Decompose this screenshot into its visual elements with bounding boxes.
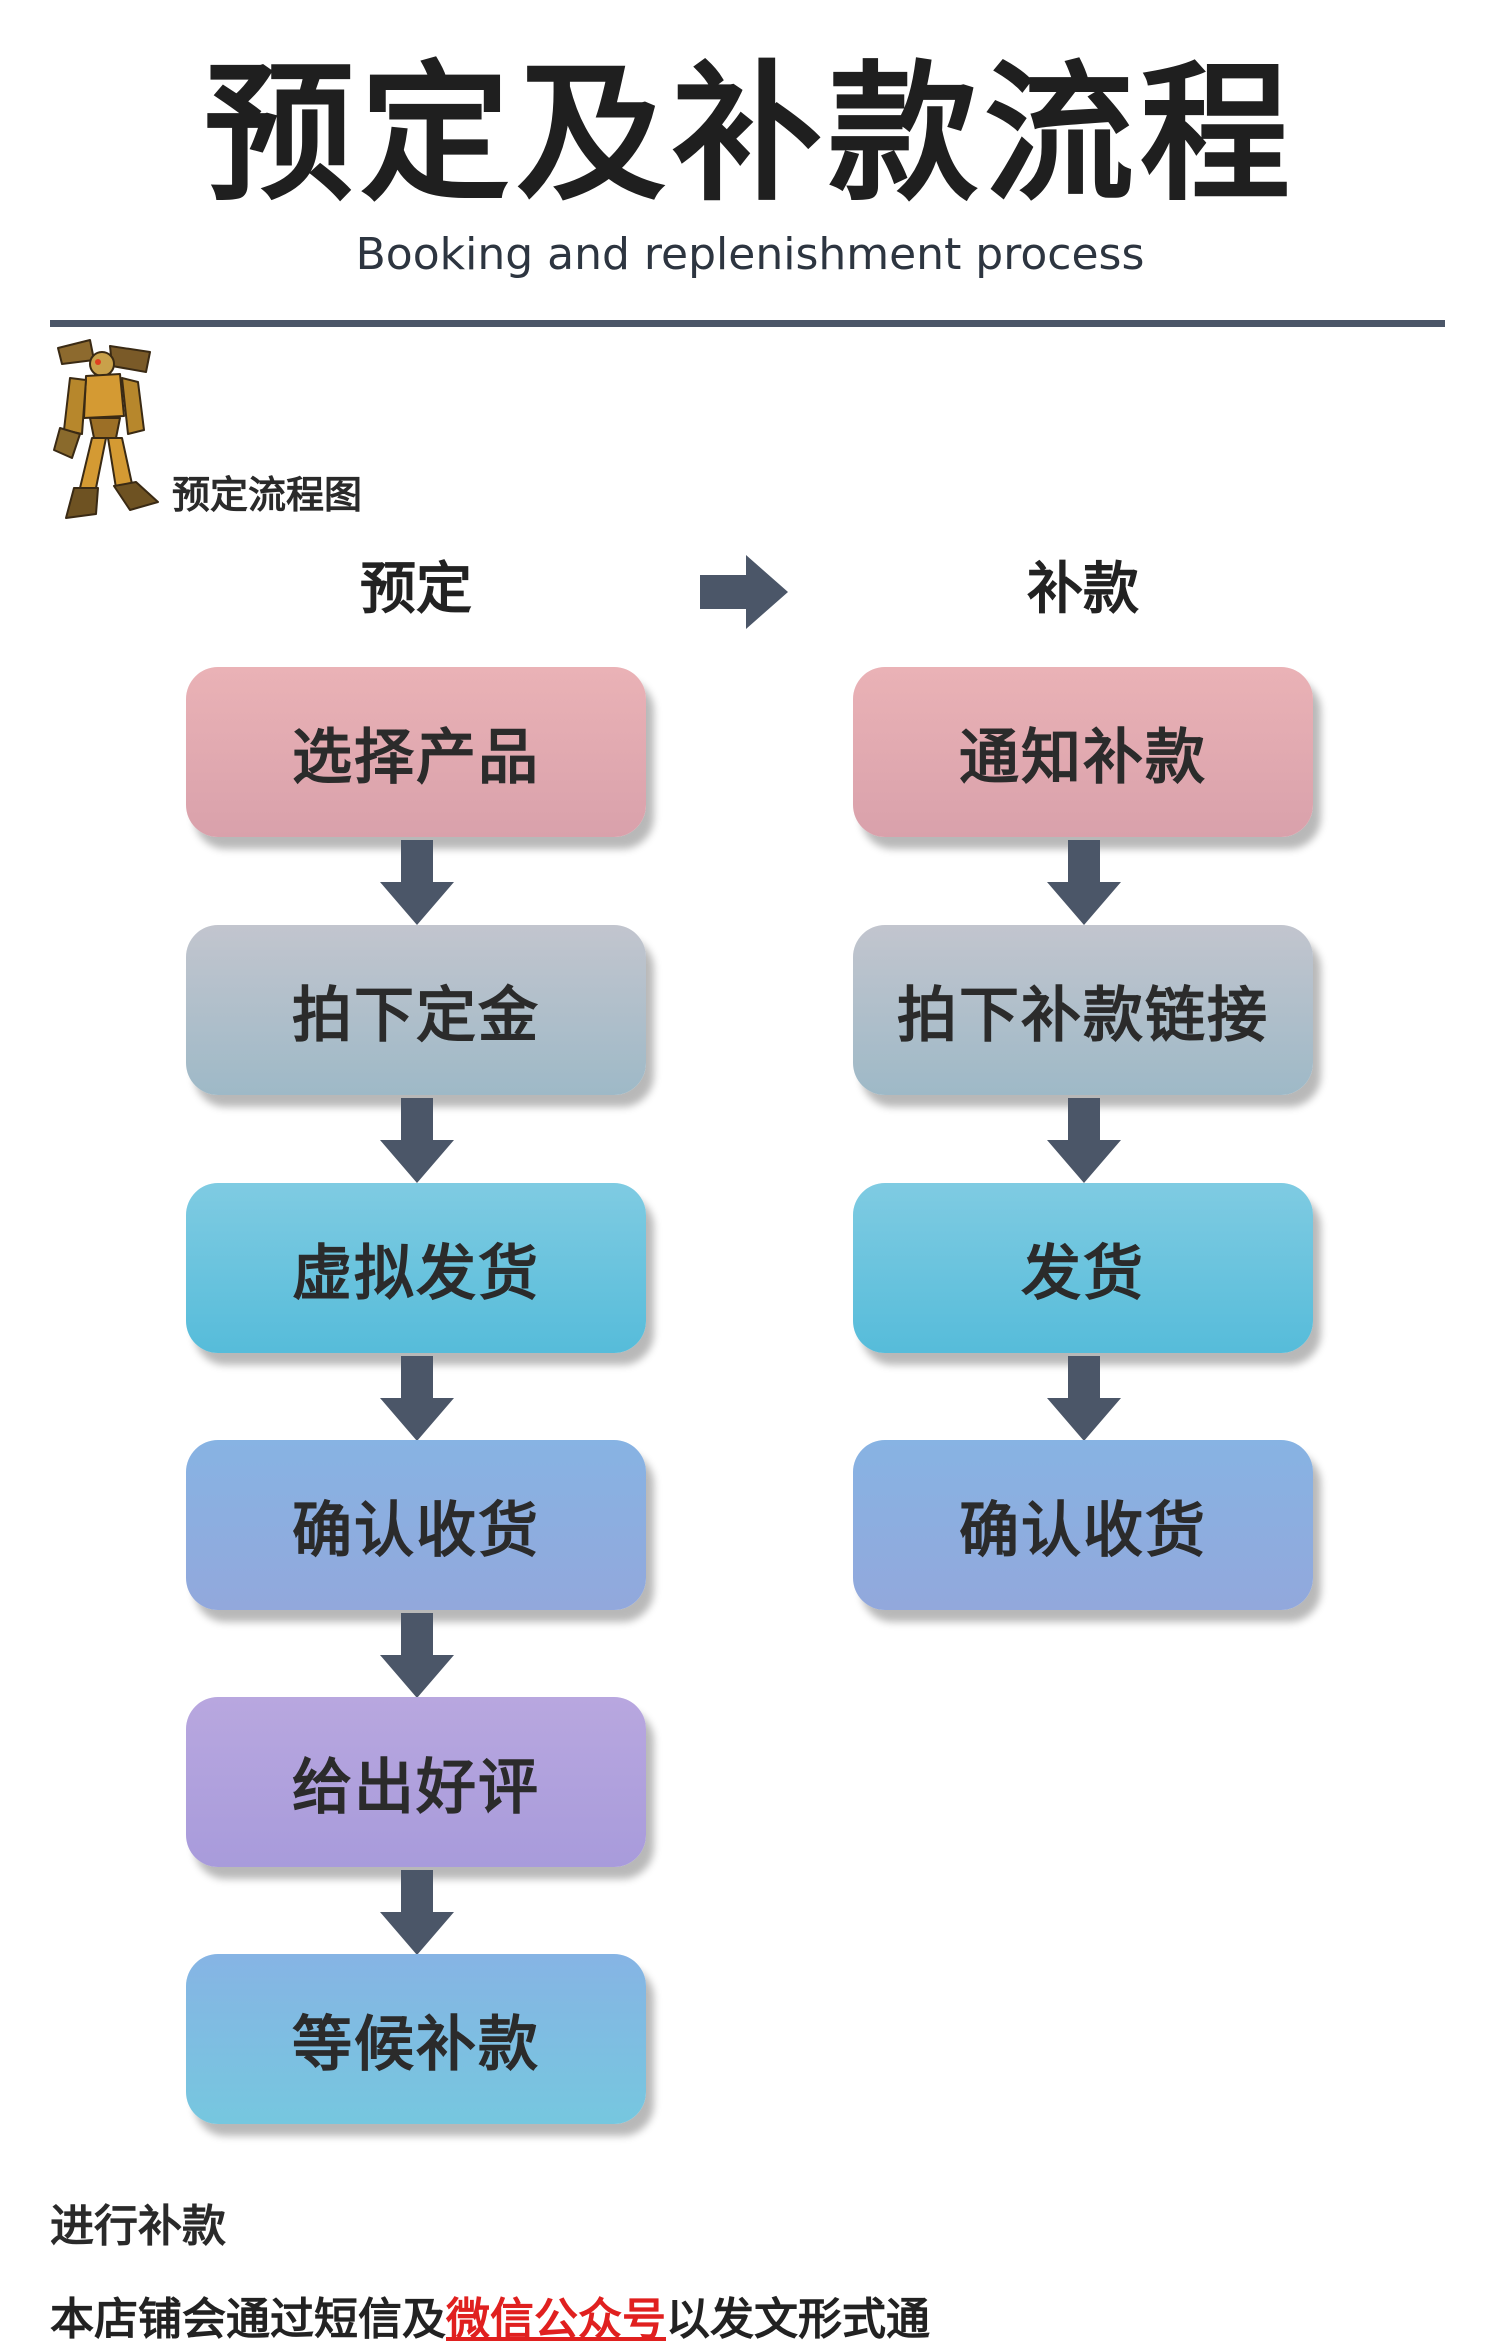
- footer-heading: 进行补款: [50, 2205, 226, 2249]
- right-arrow-icon: [700, 555, 788, 629]
- replenish-step-3: 发货: [853, 1183, 1313, 1353]
- divider: [50, 320, 1445, 327]
- section-label: 预定流程图: [172, 476, 362, 514]
- down-arrow-icon: [380, 1098, 454, 1183]
- booking-step-1: 选择产品: [186, 667, 646, 837]
- down-arrow-icon: [380, 840, 454, 925]
- page-subtitle: Booking and replenishment process: [0, 233, 1500, 277]
- replenish-column-title: 补款: [853, 562, 1313, 618]
- down-arrow-icon: [380, 1613, 454, 1698]
- booking-step-5: 给出好评: [186, 1697, 646, 1867]
- footer-text: 本店铺会通过短信及微信公众号以发文形式通: [50, 2298, 930, 2342]
- footer-highlight-link[interactable]: 微信公众号: [446, 2294, 666, 2345]
- down-arrow-icon: [1047, 1098, 1121, 1183]
- replenish-step-2: 拍下补款链接: [853, 925, 1313, 1095]
- replenish-step-1: 通知补款: [853, 667, 1313, 837]
- down-arrow-icon: [1047, 1356, 1121, 1441]
- booking-step-6: 等候补款: [186, 1954, 646, 2124]
- down-arrow-icon: [380, 1356, 454, 1441]
- footer-text-after: 以发文形式通: [666, 2294, 930, 2345]
- page-title: 预定及补款流程: [0, 60, 1500, 210]
- down-arrow-icon: [380, 1870, 454, 1955]
- footer-text-before: 本店铺会通过短信及: [50, 2294, 446, 2345]
- booking-step-4: 确认收货: [186, 1440, 646, 1610]
- down-arrow-icon: [1047, 840, 1121, 925]
- booking-step-2: 拍下定金: [186, 925, 646, 1095]
- robot-mascot-icon: [50, 338, 165, 528]
- replenish-step-4: 确认收货: [853, 1440, 1313, 1610]
- booking-column-title: 预定: [186, 562, 646, 618]
- booking-step-3: 虚拟发货: [186, 1183, 646, 1353]
